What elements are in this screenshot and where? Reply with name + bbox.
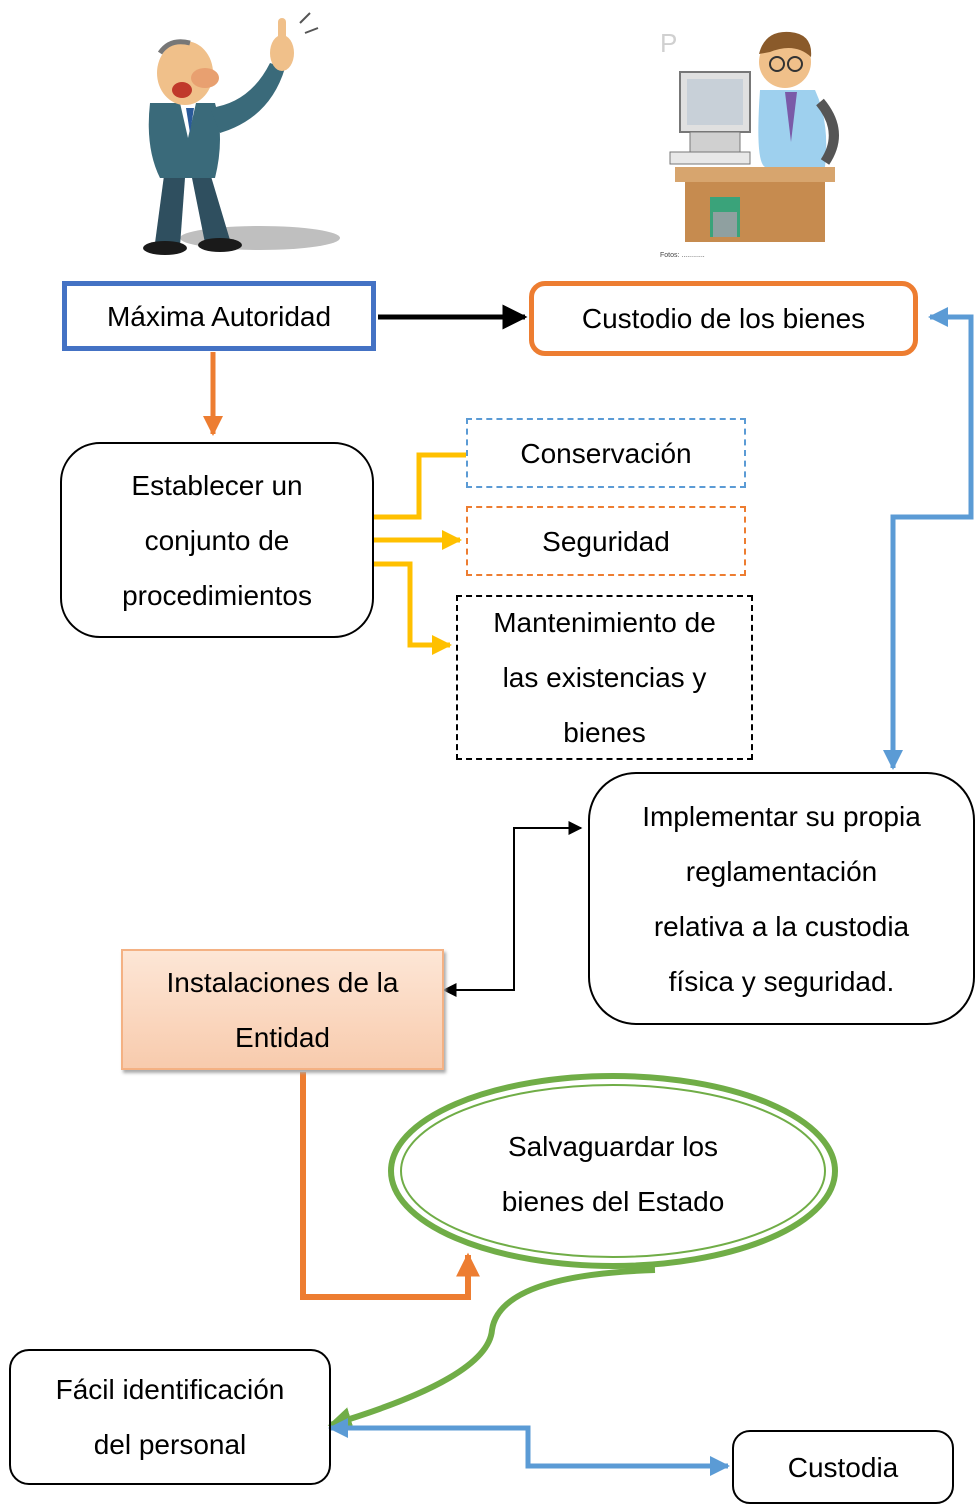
node-facil-line-1: Fácil identificación bbox=[55, 1374, 285, 1405]
node-instalaciones: Instalaciones de la Entidad bbox=[121, 949, 444, 1070]
node-custodia: Custodia bbox=[732, 1430, 954, 1504]
node-implementar-line-2: reglamentación bbox=[685, 855, 878, 887]
node-facil-line-2: del personal bbox=[93, 1429, 247, 1460]
node-implementar-line-3: relativa a la custodia bbox=[653, 910, 910, 942]
node-salvaguardar-line-2: bienes del Estado bbox=[501, 1186, 725, 1217]
node-implementar-line-4: física y seguridad. bbox=[668, 965, 895, 997]
node-maxima-autoridad: Máxima Autoridad bbox=[62, 281, 376, 351]
node-facil: Fácil identificación del personal bbox=[9, 1349, 331, 1485]
node-conservacion: Conservación bbox=[466, 418, 746, 488]
salvaguardar-ellipse-outer bbox=[388, 1073, 838, 1269]
node-mantenimiento-line-3: bienes bbox=[563, 717, 646, 748]
node-establecer-line-3: procedimientos bbox=[122, 579, 312, 611]
node-instalaciones-line-1: Instalaciones de la bbox=[166, 966, 399, 998]
node-maxima-autoridad-label: Máxima Autoridad bbox=[106, 300, 332, 332]
node-establecer: Establecer un conjunto de procedimientos bbox=[60, 442, 374, 638]
node-custodio-label: Custodio de los bienes bbox=[581, 303, 866, 334]
node-salvaguardar-line-1: Salvaguardar los bbox=[507, 1131, 719, 1162]
node-custodio: Custodio de los bienes bbox=[529, 281, 918, 356]
arrow-instalaciones-salvaguardar bbox=[300, 1072, 480, 1300]
salvaguardar-ellipse-inner bbox=[400, 1084, 826, 1258]
node-mantenimiento-line-2: las existencias y bbox=[502, 662, 707, 693]
node-implementar-line-1: Implementar su propia bbox=[642, 800, 921, 832]
node-seguridad-label: Seguridad bbox=[542, 525, 670, 557]
arrow-custodio-implementar bbox=[883, 307, 974, 770]
node-mantenimiento: Mantenimiento de las existencias y biene… bbox=[456, 595, 753, 760]
node-salvaguardar: Salvaguardar los bienes del Estado bbox=[440, 1118, 786, 1230]
arrow-to-conservacion bbox=[374, 452, 466, 520]
node-mantenimiento-line-1: Mantenimiento de bbox=[493, 607, 716, 638]
node-instalaciones-line-2: Entidad bbox=[235, 1021, 330, 1053]
arrow-salvaguardar-facil bbox=[327, 1267, 656, 1431]
angry-boss-illustration bbox=[143, 12, 340, 255]
node-seguridad: Seguridad bbox=[466, 506, 746, 576]
node-establecer-line-2: conjunto de bbox=[144, 524, 290, 556]
arrow-to-mantenimiento bbox=[374, 561, 452, 655]
node-implementar: Implementar su propia reglamentación rel… bbox=[588, 772, 975, 1025]
office-worker-illustration: P Fotos: ............ bbox=[660, 28, 839, 259]
node-custodia-label: Custodia bbox=[787, 1451, 899, 1483]
arrow-facil-custodia bbox=[328, 1418, 730, 1476]
node-establecer-line-1: Establecer un bbox=[131, 469, 303, 501]
arrow-implementar-instalaciones bbox=[442, 821, 583, 997]
node-conservacion-label: Conservación bbox=[520, 437, 692, 469]
svg-text:Fotos: ............: Fotos: ............ bbox=[660, 252, 705, 259]
svg-text:P: P bbox=[660, 28, 677, 58]
